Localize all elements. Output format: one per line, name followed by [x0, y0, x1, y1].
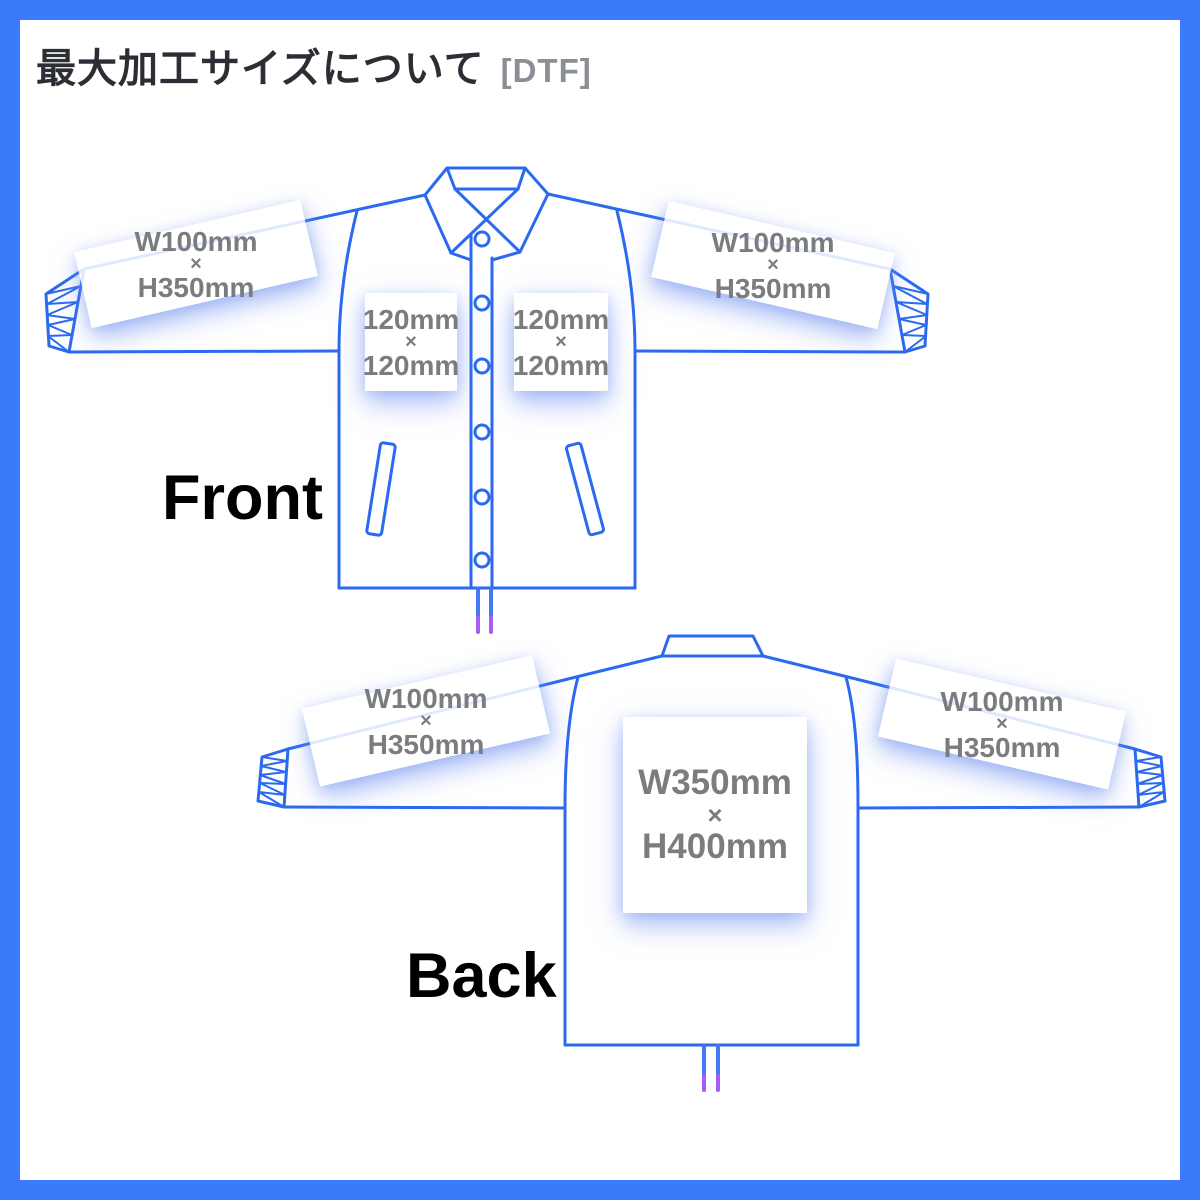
print-width-value: W100mm [711, 226, 835, 258]
front-drawcords [476, 587, 493, 634]
multiply-sign: × [405, 330, 417, 353]
back-collar [660, 634, 765, 658]
front-right-sleeve-print-area: W100mm × H350mm [657, 226, 889, 304]
print-width-value: W100mm [364, 682, 488, 714]
back-left-cuff [256, 747, 290, 809]
print-height-value: H350mm [137, 271, 255, 303]
back-right-sleeve-print-area: W100mm × H350mm [884, 684, 1120, 764]
print-height-value: H350mm [714, 272, 832, 304]
print-height-value: H350mm [943, 731, 1061, 763]
print-height-value: 120mm [512, 349, 610, 381]
print-width-value: W100mm [940, 685, 1064, 717]
page-title: 最大加工サイズについて [36, 47, 485, 91]
back-left-sleeve-underside [282, 805, 567, 810]
back-right-cuff [1133, 747, 1167, 809]
multiply-sign: × [555, 330, 567, 353]
print-width-value: 120mm [362, 303, 460, 335]
print-height-value: H400mm [642, 827, 788, 866]
front-right-cuff [888, 267, 930, 354]
print-height-value: 120mm [362, 349, 460, 381]
multiply-sign: × [190, 252, 202, 275]
back-caption: Back [406, 941, 557, 1011]
multiply-sign: × [767, 253, 779, 276]
print-width-value: W350mm [638, 763, 792, 802]
back-drawcords [702, 1044, 720, 1092]
front-right-sleeve-underside [633, 349, 907, 354]
front-left-sleeve-underside [67, 349, 341, 354]
print-height-value: H350mm [367, 728, 485, 760]
multiply-sign: × [996, 712, 1008, 735]
front-left-side [337, 209, 359, 590]
back-body-print-area: W350mm × H400mm [623, 717, 807, 913]
back-right-side [844, 675, 860, 1047]
front-left-sleeve-print-area: W100mm × H350mm [80, 225, 312, 303]
front-left-cuff [44, 267, 86, 354]
print-width-value: W100mm [134, 225, 258, 257]
print-width-value: 120mm [512, 303, 610, 335]
front-right-chest-print-area: 120mm × 120mm [512, 293, 610, 391]
front-caption: Front [162, 463, 323, 533]
back-left-sleeve-print-area: W100mm × H350mm [308, 681, 544, 761]
front-placket [469, 232, 494, 590]
back-left-side [563, 675, 580, 1047]
front-collar [423, 166, 550, 262]
front-left-chest-print-area: 120mm × 120mm [362, 293, 460, 391]
multiply-sign: × [707, 800, 723, 830]
print-method-tag: [DTF] [500, 52, 592, 89]
front-left-pocket [365, 441, 397, 537]
title-bar: 最大加工サイズについて [DTF] [36, 36, 592, 94]
back-right-sleeve-underside [856, 805, 1141, 810]
front-right-side [615, 209, 637, 590]
front-buttons [473, 230, 491, 569]
front-right-pocket [565, 441, 605, 537]
multiply-sign: × [420, 709, 432, 732]
